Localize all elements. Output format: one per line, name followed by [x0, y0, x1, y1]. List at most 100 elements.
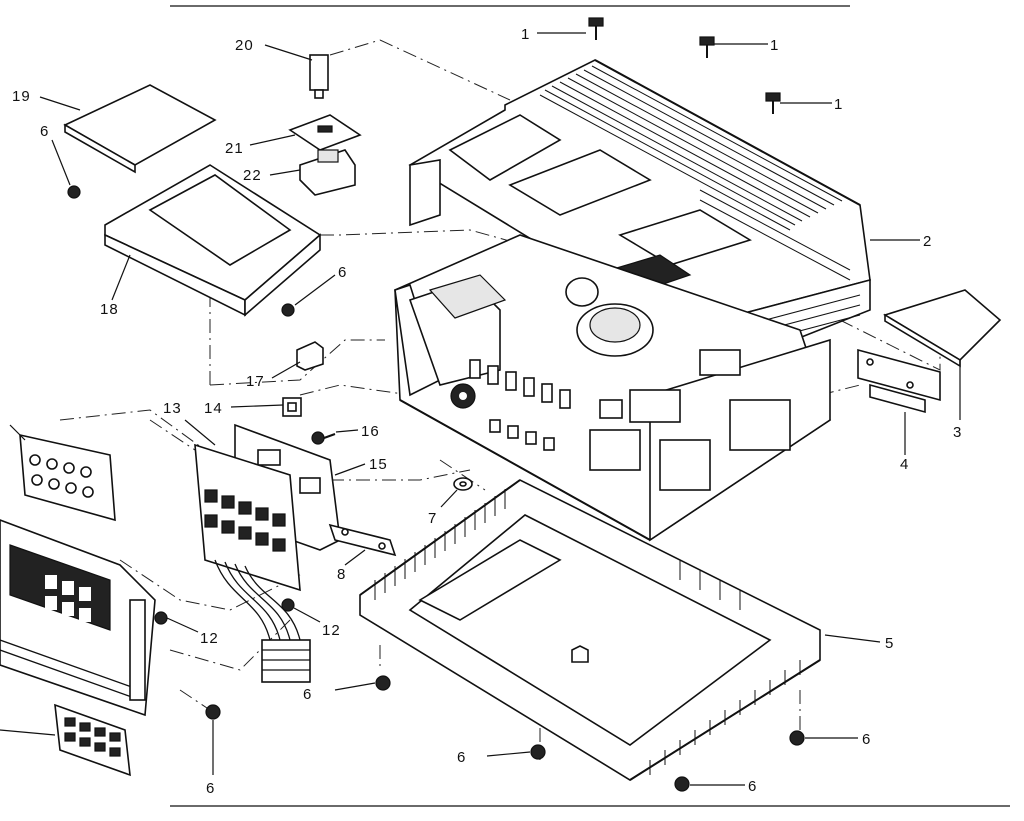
- cabinet-cutout: [448, 114, 562, 181]
- video-head-drum-top: [589, 307, 641, 343]
- operation-pcb: [194, 443, 301, 592]
- callout-12: 12: [200, 630, 219, 647]
- screw-1b: [699, 36, 715, 58]
- side-cover-3: [883, 289, 1002, 368]
- cassette-lid-assembly: [104, 164, 322, 317]
- bottom-plate-vent-slots: [374, 489, 801, 775]
- callout-15: 15: [369, 456, 388, 473]
- guide-line: [209, 229, 561, 385]
- pcb-switches: [204, 489, 286, 552]
- guide-line: [439, 459, 486, 491]
- assembly-guide-lines: [59, 39, 941, 760]
- operation-pcb-13: [194, 443, 301, 592]
- pcb-part-21: [288, 114, 362, 151]
- callout-17: 17: [246, 373, 265, 390]
- callout-7: 7: [428, 510, 437, 527]
- cassette-lid-side: [244, 233, 321, 317]
- screw-6-g: [674, 776, 690, 792]
- bottom-plate-rear-edge: [359, 479, 521, 596]
- callout-8: 8: [337, 566, 346, 583]
- cabinet-cutout: [508, 149, 652, 216]
- bottom-plate-foot-boss: [571, 645, 589, 663]
- screw-6-e: [530, 744, 546, 760]
- callout-4: 4: [900, 456, 909, 473]
- wiring-harness: [214, 559, 311, 683]
- screw-6-b: [281, 303, 295, 317]
- bracket-plate: [857, 348, 941, 402]
- callout-20: 20: [235, 37, 254, 54]
- bracket-4: [857, 348, 941, 414]
- holder-part-22: [299, 149, 356, 196]
- button-panel: [19, 433, 116, 522]
- callout-13: 13: [163, 400, 182, 417]
- keypad-keys: [64, 717, 121, 757]
- callout-1: 1: [521, 26, 530, 43]
- spacer-14: [282, 397, 302, 417]
- guide-line: [169, 619, 291, 671]
- callout-6: 6: [338, 264, 347, 281]
- bottom-plate: [359, 479, 821, 781]
- guide-line: [330, 469, 471, 481]
- button-panel-holes: [29, 454, 94, 498]
- lid-cover-19: [63, 84, 217, 174]
- screw-1a: [588, 17, 604, 40]
- lid-cover: [63, 84, 217, 166]
- circuit-board-components: [469, 349, 791, 491]
- leader-lines: [0, 32, 961, 786]
- chassis-bottom-edge: [399, 399, 651, 541]
- callout-21: 21: [225, 140, 244, 157]
- cabinet-left-wall: [409, 159, 441, 227]
- washer-7: [453, 477, 473, 491]
- screw-6-a: [67, 185, 81, 199]
- screw-12b: [281, 598, 295, 612]
- connector-17: [296, 341, 324, 371]
- screw-16: [311, 431, 336, 445]
- callout-18: 18: [100, 301, 119, 318]
- callout-6: 6: [862, 731, 871, 748]
- front-panel-display-segments: [45, 575, 91, 622]
- callout-6: 6: [206, 780, 215, 797]
- screws: [67, 17, 805, 792]
- callout-6: 6: [457, 749, 466, 766]
- guide-line: [209, 339, 385, 386]
- top-cabinet-cover: [408, 59, 871, 387]
- capstan-motor: [565, 277, 599, 307]
- holder-body: [299, 149, 356, 196]
- drive-gear-hub: [459, 392, 467, 400]
- callout-14: 14: [204, 400, 223, 417]
- harness-connector: [261, 639, 311, 683]
- guide-line: [329, 39, 511, 101]
- callout-6: 6: [748, 778, 757, 795]
- callout-6: 6: [40, 123, 49, 140]
- main-chassis: [394, 234, 831, 542]
- callout-5: 5: [885, 635, 894, 652]
- callout-22: 22: [243, 167, 262, 184]
- plate-8: [328, 523, 397, 557]
- guide-line: [299, 384, 411, 396]
- cabinet-ridge: [594, 59, 861, 206]
- callout-labels: 1 1 1 2 3 4 5 6 6 6 6 6 6 6 7 8 12 12 13…: [12, 26, 962, 797]
- screw-6-f: [789, 730, 805, 746]
- front-panel: [0, 519, 156, 717]
- screw-6-c: [205, 704, 221, 720]
- screw-6-d: [375, 675, 391, 691]
- keypad-bottom-left: [54, 703, 131, 777]
- transformer-top: [428, 274, 507, 319]
- button-panel-left: [19, 433, 116, 522]
- cabinet-ventilation-ribs: [539, 65, 861, 361]
- guide-line: [179, 689, 211, 711]
- guide-line: [59, 409, 206, 451]
- cabinet-cutout: [618, 209, 752, 266]
- callout-16: 16: [361, 423, 380, 440]
- callout-3: 3: [953, 424, 962, 441]
- bracket-flange: [869, 383, 926, 414]
- callout-1: 1: [834, 96, 843, 113]
- screw-12a: [154, 611, 168, 625]
- bottom-plate-recess: [418, 539, 562, 621]
- callout-1: 1: [770, 37, 779, 54]
- callout-12: 12: [322, 622, 341, 639]
- callout-6: 6: [303, 686, 312, 703]
- callout-2: 2: [923, 233, 932, 250]
